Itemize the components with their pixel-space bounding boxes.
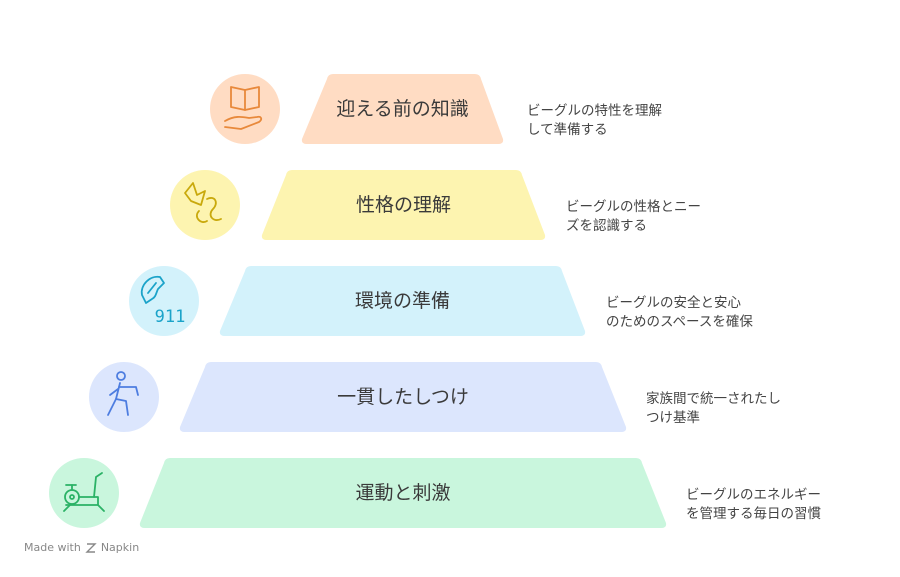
description-line: ビーグルの安全と安心 [606,295,741,311]
level-description-2: ビーグルの性格とニーズを認識する [566,198,766,236]
description-line: ビーグルの性格とニー [566,199,701,215]
pyramid-band-2 [261,170,546,240]
description-line: つけ基準 [646,410,700,426]
level-label-3: 環境の準備 [354,290,450,312]
level-label-1: 迎える前の知識 [336,98,469,120]
level-description-3: ビーグルの安全と安心のためのスペースを確保 [606,294,806,332]
puzzle-thought-icon [170,170,240,240]
phone-911-icon: 911 [129,266,199,336]
pyramid-band-3 [219,266,586,336]
description-line: のためのスペースを確保 [606,314,753,330]
level-description-1: ビーグルの特性を理解して準備する [527,102,727,140]
pyramid-band-4 [179,362,627,432]
person-exercise-icon [89,362,159,432]
level-description-5: ビーグルのエネルギーを管理する毎日の習慣 [686,486,886,524]
exercise-bike-icon [49,458,119,528]
pyramid-band-1 [301,74,504,144]
icon-circle-4 [89,362,159,432]
icon-911-text: 911 [155,307,186,327]
napkin-logo-icon [85,542,97,553]
description-line: を管理する毎日の習慣 [686,506,821,522]
description-line: ズを認識する [566,218,647,234]
napkin-footer: Made with Napkin [24,541,139,554]
description-line: して準備する [527,122,608,138]
level-label-4: 一貫したしつけ [337,386,469,408]
level-label-5: 運動と刺激 [355,482,451,504]
icon-circle-5 [49,458,119,528]
footer-text: Made with [24,541,81,554]
icon-circle-2 [170,170,240,240]
level-label-2: 性格の理解 [355,194,451,216]
description-line: ビーグルのエネルギー [686,487,821,503]
book-hand-icon [210,74,280,144]
footer-brand: Napkin [100,541,140,554]
icon-circle-3 [129,266,199,336]
pyramid-band-5 [139,458,667,528]
description-line: ビーグルの特性を理解 [527,103,662,119]
description-line: 家族間で統一されたし [646,391,781,407]
level-description-4: 家族間で統一されたしつけ基準 [646,390,846,428]
